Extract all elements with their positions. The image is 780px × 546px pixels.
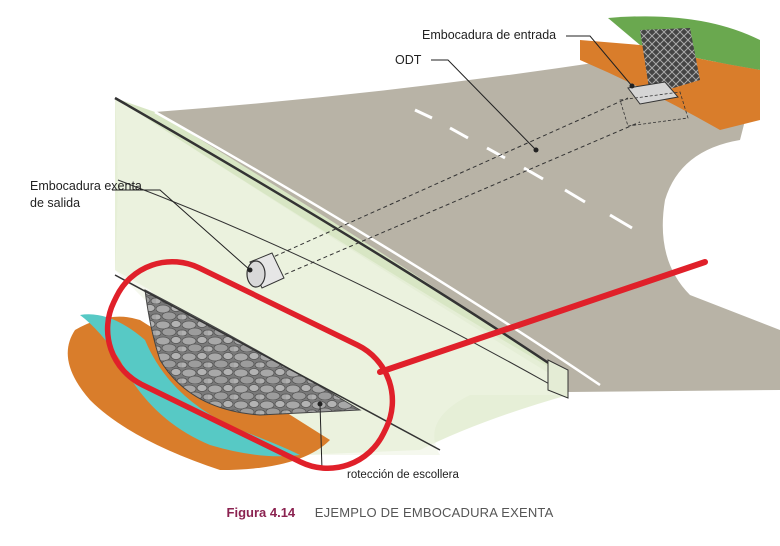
label-exit-line2: de salida [30,196,80,210]
leader-lines [112,35,633,471]
entrance-box-outline [619,91,689,127]
exit-pipe [246,252,285,289]
lane-dashes [414,108,633,230]
culvert-dash-2 [271,121,641,281]
entrance-box [627,81,679,105]
verge-line [117,179,561,391]
figure-title: EJEMPLO DE EMBOCADURA EXENTA [314,505,554,520]
label-exit-line1: Embocadura exenta [30,179,142,193]
highlight-oval [104,258,396,472]
highlight-pointer-line [377,259,708,375]
entrance-mesh [640,28,700,95]
label-riprap: rotección de escollera [347,469,459,481]
leader-dots [247,83,635,407]
road-surface [155,62,780,392]
figure-number: Figura 4.14 [226,505,296,520]
barrier [547,359,569,399]
label-odt: ODT [395,53,422,67]
road-inner-line [154,110,601,387]
figure-caption: Figura 4.14 EJEMPLO DE EMBOCADURA EXENTA [0,505,780,520]
culvert-dash-1 [261,97,629,263]
riprap-protection [144,289,362,416]
water-channel [80,314,300,457]
verge-top [115,98,568,380]
label-entrance: Embocadura de entrada [422,28,556,42]
embankment-toe [114,274,441,451]
